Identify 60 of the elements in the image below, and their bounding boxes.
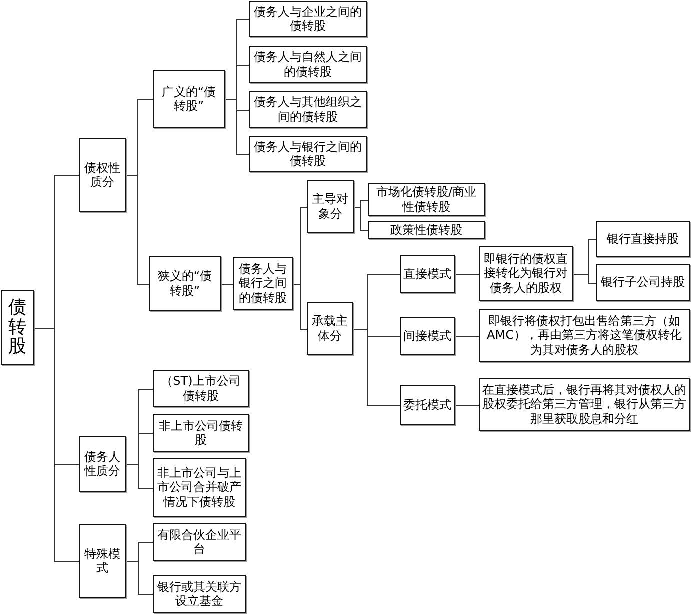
node-label: 债务人与自然人之间的债转股 bbox=[253, 50, 363, 79]
node-label: 承载主体分 bbox=[311, 314, 349, 343]
node-label: 市场化债转股/商业性债转股 bbox=[375, 185, 478, 214]
node-label: 债务人与企业之间的债转股 bbox=[253, 4, 363, 34]
connector-line bbox=[354, 207, 368, 231]
category-box bbox=[596, 221, 690, 257]
node-label: 即银行将债权打包出售给第三方（如AMC），再由第三方将这笔债权转化为其对债务人的股权 bbox=[486, 314, 683, 358]
node-label: 债务人与银行之间的债转股 bbox=[238, 262, 288, 306]
node-label: 债务人与其他组织之间的债转股 bbox=[253, 95, 363, 124]
node-label: 债转股 bbox=[8, 298, 26, 358]
connector-line bbox=[352, 329, 400, 406]
category-box bbox=[79, 436, 126, 492]
category-box bbox=[368, 221, 485, 239]
connector-line bbox=[292, 284, 308, 330]
node-label: 广义的“债转股” bbox=[160, 84, 218, 114]
node-label: 银行或其关联方设立基金 bbox=[156, 580, 242, 608]
category-box bbox=[149, 256, 221, 311]
node-label: 非上市公司与上市公司合并破产情况下债转股 bbox=[156, 466, 242, 510]
connector-line bbox=[454, 405, 480, 406]
category-box bbox=[153, 458, 246, 517]
connector-line bbox=[220, 284, 234, 285]
category-box bbox=[153, 370, 249, 407]
category-box bbox=[479, 309, 690, 362]
node-label: 在直接模式后，银行再将其对债权人的股权委托给第三方管理，银行从第三方那里获取股息和分红 bbox=[482, 382, 687, 426]
category-box bbox=[307, 180, 354, 233]
category-box bbox=[153, 414, 249, 452]
node-label: 非上市公司债转股 bbox=[158, 418, 244, 448]
node-label: 直接模式 bbox=[404, 266, 452, 282]
node-label: 委托模式 bbox=[404, 398, 452, 412]
category-box bbox=[479, 246, 573, 301]
category-box bbox=[79, 524, 126, 598]
connector-line bbox=[454, 336, 480, 337]
node-label: 有限合伙企业平台 bbox=[156, 528, 242, 556]
node-label: 特殊模式 bbox=[84, 546, 122, 576]
node-label: （ST)上市公司债转股 bbox=[160, 374, 242, 403]
connector-line bbox=[126, 175, 150, 285]
node-label: 狭义的“债转股” bbox=[156, 269, 214, 298]
node-label: 银行直接持股 bbox=[607, 232, 679, 246]
root-box bbox=[1, 290, 34, 365]
node-label: 银行子公司持股 bbox=[601, 275, 685, 290]
category-box bbox=[307, 302, 353, 355]
node-label: 债务人与银行之间的债转股 bbox=[253, 140, 363, 168]
category-box bbox=[368, 183, 485, 216]
node-label: 债权性质分 bbox=[84, 160, 122, 190]
connector-line bbox=[126, 561, 154, 595]
category-box bbox=[153, 70, 225, 128]
node-label: 主导对象分 bbox=[312, 192, 350, 221]
connector-line bbox=[572, 274, 596, 284]
node-label: 间接模式 bbox=[404, 328, 452, 344]
category-box bbox=[596, 264, 690, 301]
connector-line bbox=[34, 328, 80, 562]
node-label: 即银行的债权直接转化为银行对债务人的股权 bbox=[483, 252, 569, 296]
category-box bbox=[400, 385, 455, 425]
category-box bbox=[79, 138, 126, 212]
category-box bbox=[400, 255, 455, 293]
connector-line bbox=[454, 274, 480, 275]
node-label: 债务人性质分 bbox=[83, 450, 122, 478]
category-box bbox=[400, 317, 455, 355]
connector-line bbox=[126, 464, 154, 489]
node-label: 政策性债转股 bbox=[390, 222, 462, 238]
